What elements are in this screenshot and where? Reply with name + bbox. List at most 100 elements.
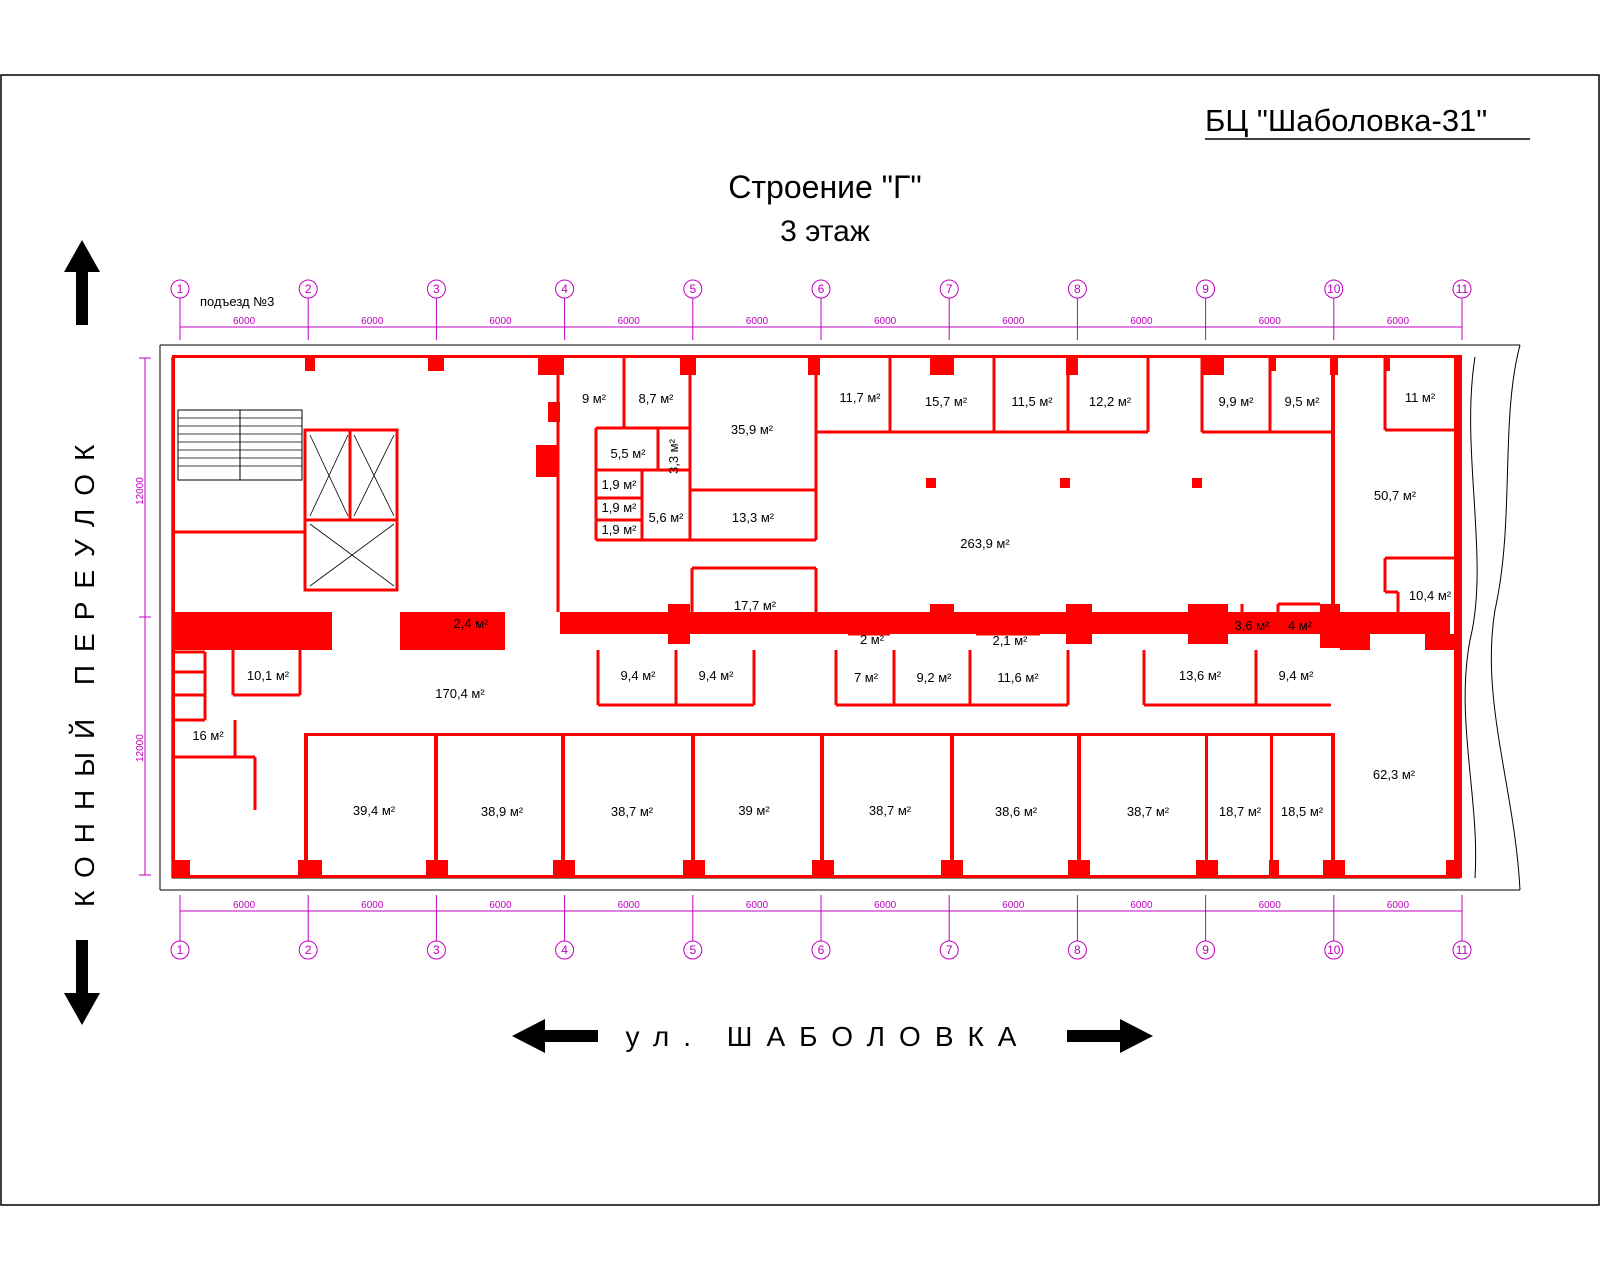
- room-area: 50,7 м²: [1374, 488, 1417, 503]
- stairwell: [177, 409, 303, 481]
- room-area: 3,6 м²: [1235, 618, 1271, 633]
- axis-number: 4: [561, 282, 568, 296]
- span-dimension: 6000: [746, 900, 769, 911]
- axis-number: 6: [818, 943, 825, 957]
- room-area: 9,5 м²: [1285, 394, 1321, 409]
- room-area: 38,6 м²: [995, 804, 1038, 819]
- span-dimension: 6000: [1002, 316, 1025, 327]
- arrow-right-icon: [1067, 1019, 1153, 1053]
- room-area: 263,9 м²: [960, 536, 1010, 551]
- axis-number: 6: [818, 282, 825, 296]
- span-dimension: 6000: [618, 316, 641, 327]
- span-dimension: 6000: [361, 316, 384, 327]
- room-area: 12,2 м²: [1089, 394, 1132, 409]
- span-dimension: 6000: [1259, 900, 1282, 911]
- span-dimension: 6000: [233, 900, 256, 911]
- span-dimension: 6000: [1387, 316, 1410, 327]
- arrow-down-icon: [64, 940, 100, 1025]
- axis-number: 3: [433, 943, 440, 957]
- span-dimension: 6000: [1387, 900, 1410, 911]
- room-area: 38,7 м²: [1127, 804, 1170, 819]
- room-area: 5,6 м²: [649, 510, 685, 525]
- axis-number: 5: [689, 943, 696, 957]
- room-area: 10,4 м²: [1409, 588, 1452, 603]
- axis-number: 8: [1074, 282, 1081, 296]
- room-area: 2,1 м²: [993, 633, 1029, 648]
- room-area: 16 м²: [192, 728, 224, 743]
- walls: [172, 355, 1462, 878]
- business-center-title: БЦ "Шаболовка-31": [1205, 103, 1487, 138]
- depth-dimension-lower: 12000: [135, 734, 146, 762]
- arrow-left-icon: [512, 1019, 598, 1053]
- axis-number: 9: [1202, 282, 1209, 296]
- main-street-label: ул. ШАБОЛОВКА: [626, 1021, 1031, 1052]
- axis-number: 5: [689, 282, 696, 296]
- room-area: 39,4 м²: [353, 803, 396, 818]
- axis-number: 10: [1327, 282, 1341, 296]
- room-area: 9,4 м²: [699, 668, 735, 683]
- floor-title: 3 этаж: [780, 215, 870, 248]
- span-dimension: 6000: [489, 316, 512, 327]
- room-area: 9,9 м²: [1219, 394, 1255, 409]
- room-area: 39 м²: [738, 803, 770, 818]
- span-dimension: 6000: [618, 900, 641, 911]
- axis-number: 7: [946, 282, 953, 296]
- room-area: 38,7 м²: [611, 804, 654, 819]
- span-dimension: 6000: [1002, 900, 1025, 911]
- room-area: 1,9 м²: [602, 522, 638, 537]
- drawing-frame: [0, 74, 1600, 1206]
- room-area: 11,6 м²: [997, 670, 1039, 685]
- partitions: [172, 357, 1458, 810]
- span-dimension: 6000: [1130, 900, 1153, 911]
- room-area: 17,7 м²: [734, 598, 777, 613]
- room-area: 4 м²: [1288, 618, 1313, 633]
- room-area: 62,3 м²: [1373, 767, 1416, 782]
- room-area: 18,7 м²: [1219, 804, 1262, 819]
- span-dimension: 6000: [874, 900, 897, 911]
- span-dimension: 6000: [1130, 316, 1153, 327]
- axis-number: 2: [305, 943, 312, 957]
- room-area: 11,5 м²: [1011, 394, 1053, 409]
- axis-number: 4: [561, 943, 568, 957]
- side-street-label: КОННЫЙ ПЕРЕУЛОК: [69, 432, 100, 907]
- span-dimension: 6000: [746, 316, 769, 327]
- room-area: 18,5 м²: [1281, 804, 1324, 819]
- span-dimension: 6000: [1259, 316, 1282, 327]
- room-area: 13,3 м²: [732, 510, 775, 525]
- arrow-up-icon: [64, 240, 100, 325]
- room-area: 15,7 м²: [925, 394, 968, 409]
- room-area: 3,3 м²: [666, 438, 681, 474]
- span-dimension: 6000: [874, 316, 897, 327]
- room-area: 11 м²: [1405, 390, 1436, 405]
- elevator-shafts: [309, 434, 395, 587]
- room-area: 1,9 м²: [602, 477, 638, 492]
- room-area: 1,9 м²: [602, 500, 638, 515]
- axis-number: 11: [1456, 943, 1469, 957]
- depth-dimension-upper: 12000: [135, 477, 146, 505]
- entrance-label: подъезд №3: [200, 294, 274, 309]
- dimensions-bottom: 6000 6000 6000 6000 6000 6000 6000 6000 6000 6000: [180, 900, 1462, 912]
- room-area: 9,2 м²: [917, 670, 953, 685]
- span-dimension: 6000: [361, 900, 384, 911]
- room-area: 13,6 м²: [1179, 668, 1222, 683]
- room-area: 35,9 м²: [731, 422, 774, 437]
- axis-number: 1: [177, 943, 184, 957]
- building-title: Строение "Г": [728, 169, 921, 205]
- span-dimension: 6000: [489, 900, 512, 911]
- axis-number: 3: [433, 282, 440, 296]
- room-area: 2 м²: [860, 632, 885, 647]
- room-area: 5,5 м²: [611, 446, 647, 461]
- axis-number: 10: [1327, 943, 1341, 957]
- axis-number: 11: [1456, 282, 1469, 296]
- room-area: 10,1 м²: [247, 668, 290, 683]
- axis-number: 1: [177, 282, 184, 296]
- axis-number: 8: [1074, 943, 1081, 957]
- room-area: 8,7 м²: [639, 391, 675, 406]
- room-area: 9,4 м²: [621, 668, 657, 683]
- axis-number: 7: [946, 943, 953, 957]
- axis-number: 2: [305, 282, 312, 296]
- room-area: 170,4 м²: [435, 686, 485, 701]
